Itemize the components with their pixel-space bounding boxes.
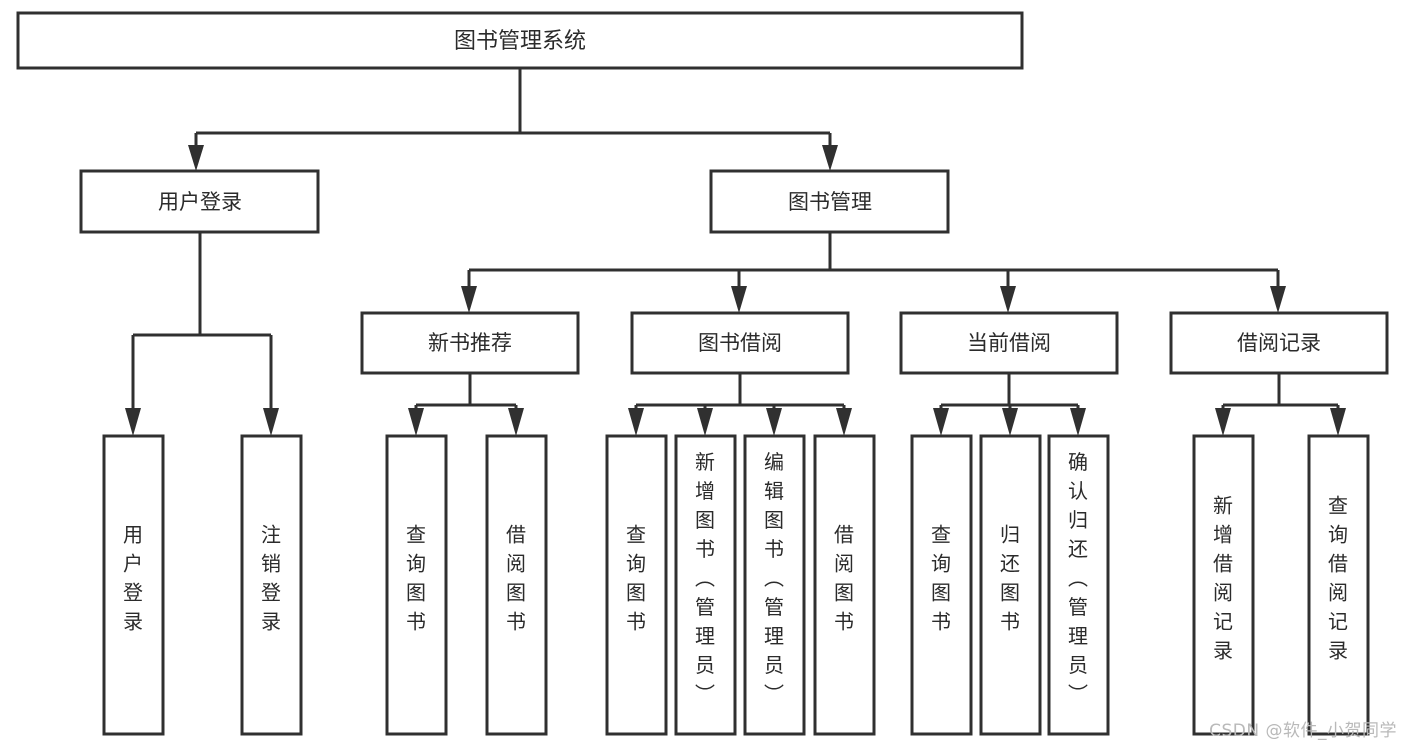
arrowhead-userlogin-leaf2 [263, 408, 279, 436]
node-book-manage-box[interactable] [709, 169, 950, 234]
arrowhead-book-manage [822, 145, 838, 171]
node-current-borrow-box[interactable] [899, 311, 1119, 375]
arrowhead-newbook-leaf1 [408, 408, 424, 436]
leaf-new-book-2-label: 借阅图书 [506, 523, 526, 634]
node-borrow-record-label: 借阅记录 [1237, 331, 1321, 355]
leaf-current-borrow-2-box[interactable] [979, 434, 1042, 736]
leaf-current-borrow-3-label: 确认归还︵管理员︶ [1068, 450, 1088, 706]
leaf-book-borrow-3[interactable]: 编辑图书︵管理员︶ [743, 434, 806, 736]
leaf-current-borrow-1-box[interactable] [910, 434, 973, 736]
node-user-login-label: 用户登录 [158, 190, 242, 214]
leaf-user-login-1-label: 用户登录 [123, 523, 143, 634]
arrowhead-borrowrecord-leaf1 [1215, 408, 1231, 436]
leaf-user-login-2[interactable]: 注销登录 [240, 434, 303, 736]
node-user-login-box[interactable] [79, 169, 320, 234]
arrowhead-bookborrow-leaf4 [836, 408, 852, 436]
leaf-book-borrow-2[interactable]: 新增图书︵管理员︶ [674, 434, 737, 736]
arrowhead-borrow-record [1270, 286, 1286, 313]
leaf-user-login-1-box[interactable] [102, 434, 165, 736]
arrowhead-currentborrow-leaf3 [1070, 408, 1086, 436]
arrowhead-current-borrow [1000, 286, 1016, 313]
arrowhead-user-login [188, 145, 204, 171]
node-book-borrow-label: 图书借阅 [698, 331, 782, 355]
leaf-current-borrow-3[interactable]: 确认归还︵管理员︶ [1047, 434, 1110, 736]
leaf-book-borrow-4-box[interactable] [813, 434, 876, 736]
leaf-book-borrow-2-box[interactable] [674, 434, 737, 736]
leaf-new-book-2-box[interactable] [485, 434, 548, 736]
arrowhead-borrowrecord-leaf2 [1330, 408, 1346, 436]
node-book-manage-label: 图书管理 [788, 190, 872, 214]
node-current-borrow-label: 当前借阅 [967, 331, 1051, 355]
node-new-book-recommend-box[interactable] [360, 311, 580, 375]
arrowhead-currentborrow-leaf2 [1002, 408, 1018, 436]
leaf-current-borrow-1-label: 查询图书 [931, 523, 951, 634]
leaf-book-borrow-2-label: 新增图书︵管理员︶ [695, 450, 715, 706]
node-new-book-recommend[interactable]: 新书推荐 [360, 311, 580, 375]
leaf-user-login-2-box[interactable] [240, 434, 303, 736]
leaf-current-borrow-3-box[interactable] [1047, 434, 1110, 736]
node-borrow-record-box[interactable] [1169, 311, 1389, 375]
leaf-book-borrow-4-label: 借阅图书 [834, 523, 854, 634]
leaf-borrow-record-1-label: 新增借阅记录 [1213, 494, 1233, 663]
node-book-borrow-box[interactable] [630, 311, 850, 375]
node-root[interactable]: 图书管理系统 [16, 11, 1024, 70]
leaf-current-borrow-1[interactable]: 查询图书 [910, 434, 973, 736]
node-user-login[interactable]: 用户登录 [79, 169, 320, 234]
node-book-borrow[interactable]: 图书借阅 [630, 311, 850, 375]
node-root-box[interactable] [16, 11, 1024, 70]
leaf-user-login-2-label: 注销登录 [261, 523, 281, 634]
leaf-book-borrow-1-box[interactable] [605, 434, 668, 736]
leaf-borrow-record-2-label: 查询借阅记录 [1328, 494, 1348, 663]
leaf-book-borrow-3-box[interactable] [743, 434, 806, 736]
leaf-new-book-1-box[interactable] [385, 434, 448, 736]
arrowhead-bookborrow-leaf1 [628, 408, 644, 436]
leaf-new-book-1[interactable]: 查询图书 [385, 434, 448, 736]
node-new-book-recommend-label: 新书推荐 [428, 331, 512, 355]
arrowhead-currentborrow-leaf1 [933, 408, 949, 436]
leaf-book-borrow-1-label: 查询图书 [626, 523, 646, 634]
leaf-book-borrow-4[interactable]: 借阅图书 [813, 434, 876, 736]
csdn-watermark: CSDN @软件_小贺同学 [1209, 721, 1397, 741]
leaf-borrow-record-2-box[interactable] [1307, 434, 1370, 736]
node-current-borrow[interactable]: 当前借阅 [899, 311, 1119, 375]
arrowhead-userlogin-leaf1 [125, 408, 141, 436]
leaf-borrow-record-2[interactable]: 查询借阅记录 [1307, 434, 1370, 736]
leaf-book-borrow-1[interactable]: 查询图书 [605, 434, 668, 736]
node-root-label: 图书管理系统 [454, 29, 586, 54]
node-book-manage[interactable]: 图书管理 [709, 169, 950, 234]
leaf-current-borrow-2-label: 归还图书 [1000, 523, 1020, 634]
connector-layer [125, 68, 1346, 436]
leaf-new-book-2[interactable]: 借阅图书 [485, 434, 548, 736]
leaf-borrow-record-1-box[interactable] [1192, 434, 1255, 736]
leaf-user-login-1[interactable]: 用户登录 [102, 434, 165, 736]
leaf-new-book-1-label: 查询图书 [406, 523, 426, 634]
arrowhead-bookborrow-leaf3 [766, 408, 782, 436]
leaf-book-borrow-3-label: 编辑图书︵管理员︶ [764, 450, 784, 706]
arrowhead-new-book [461, 286, 477, 313]
arrowhead-bookborrow-leaf2 [697, 408, 713, 436]
node-borrow-record[interactable]: 借阅记录 [1169, 311, 1389, 375]
arrowhead-newbook-leaf2 [508, 408, 524, 436]
leaf-borrow-record-1[interactable]: 新增借阅记录 [1192, 434, 1255, 736]
arrowhead-book-borrow [731, 286, 747, 313]
leaf-current-borrow-2[interactable]: 归还图书 [979, 434, 1042, 736]
